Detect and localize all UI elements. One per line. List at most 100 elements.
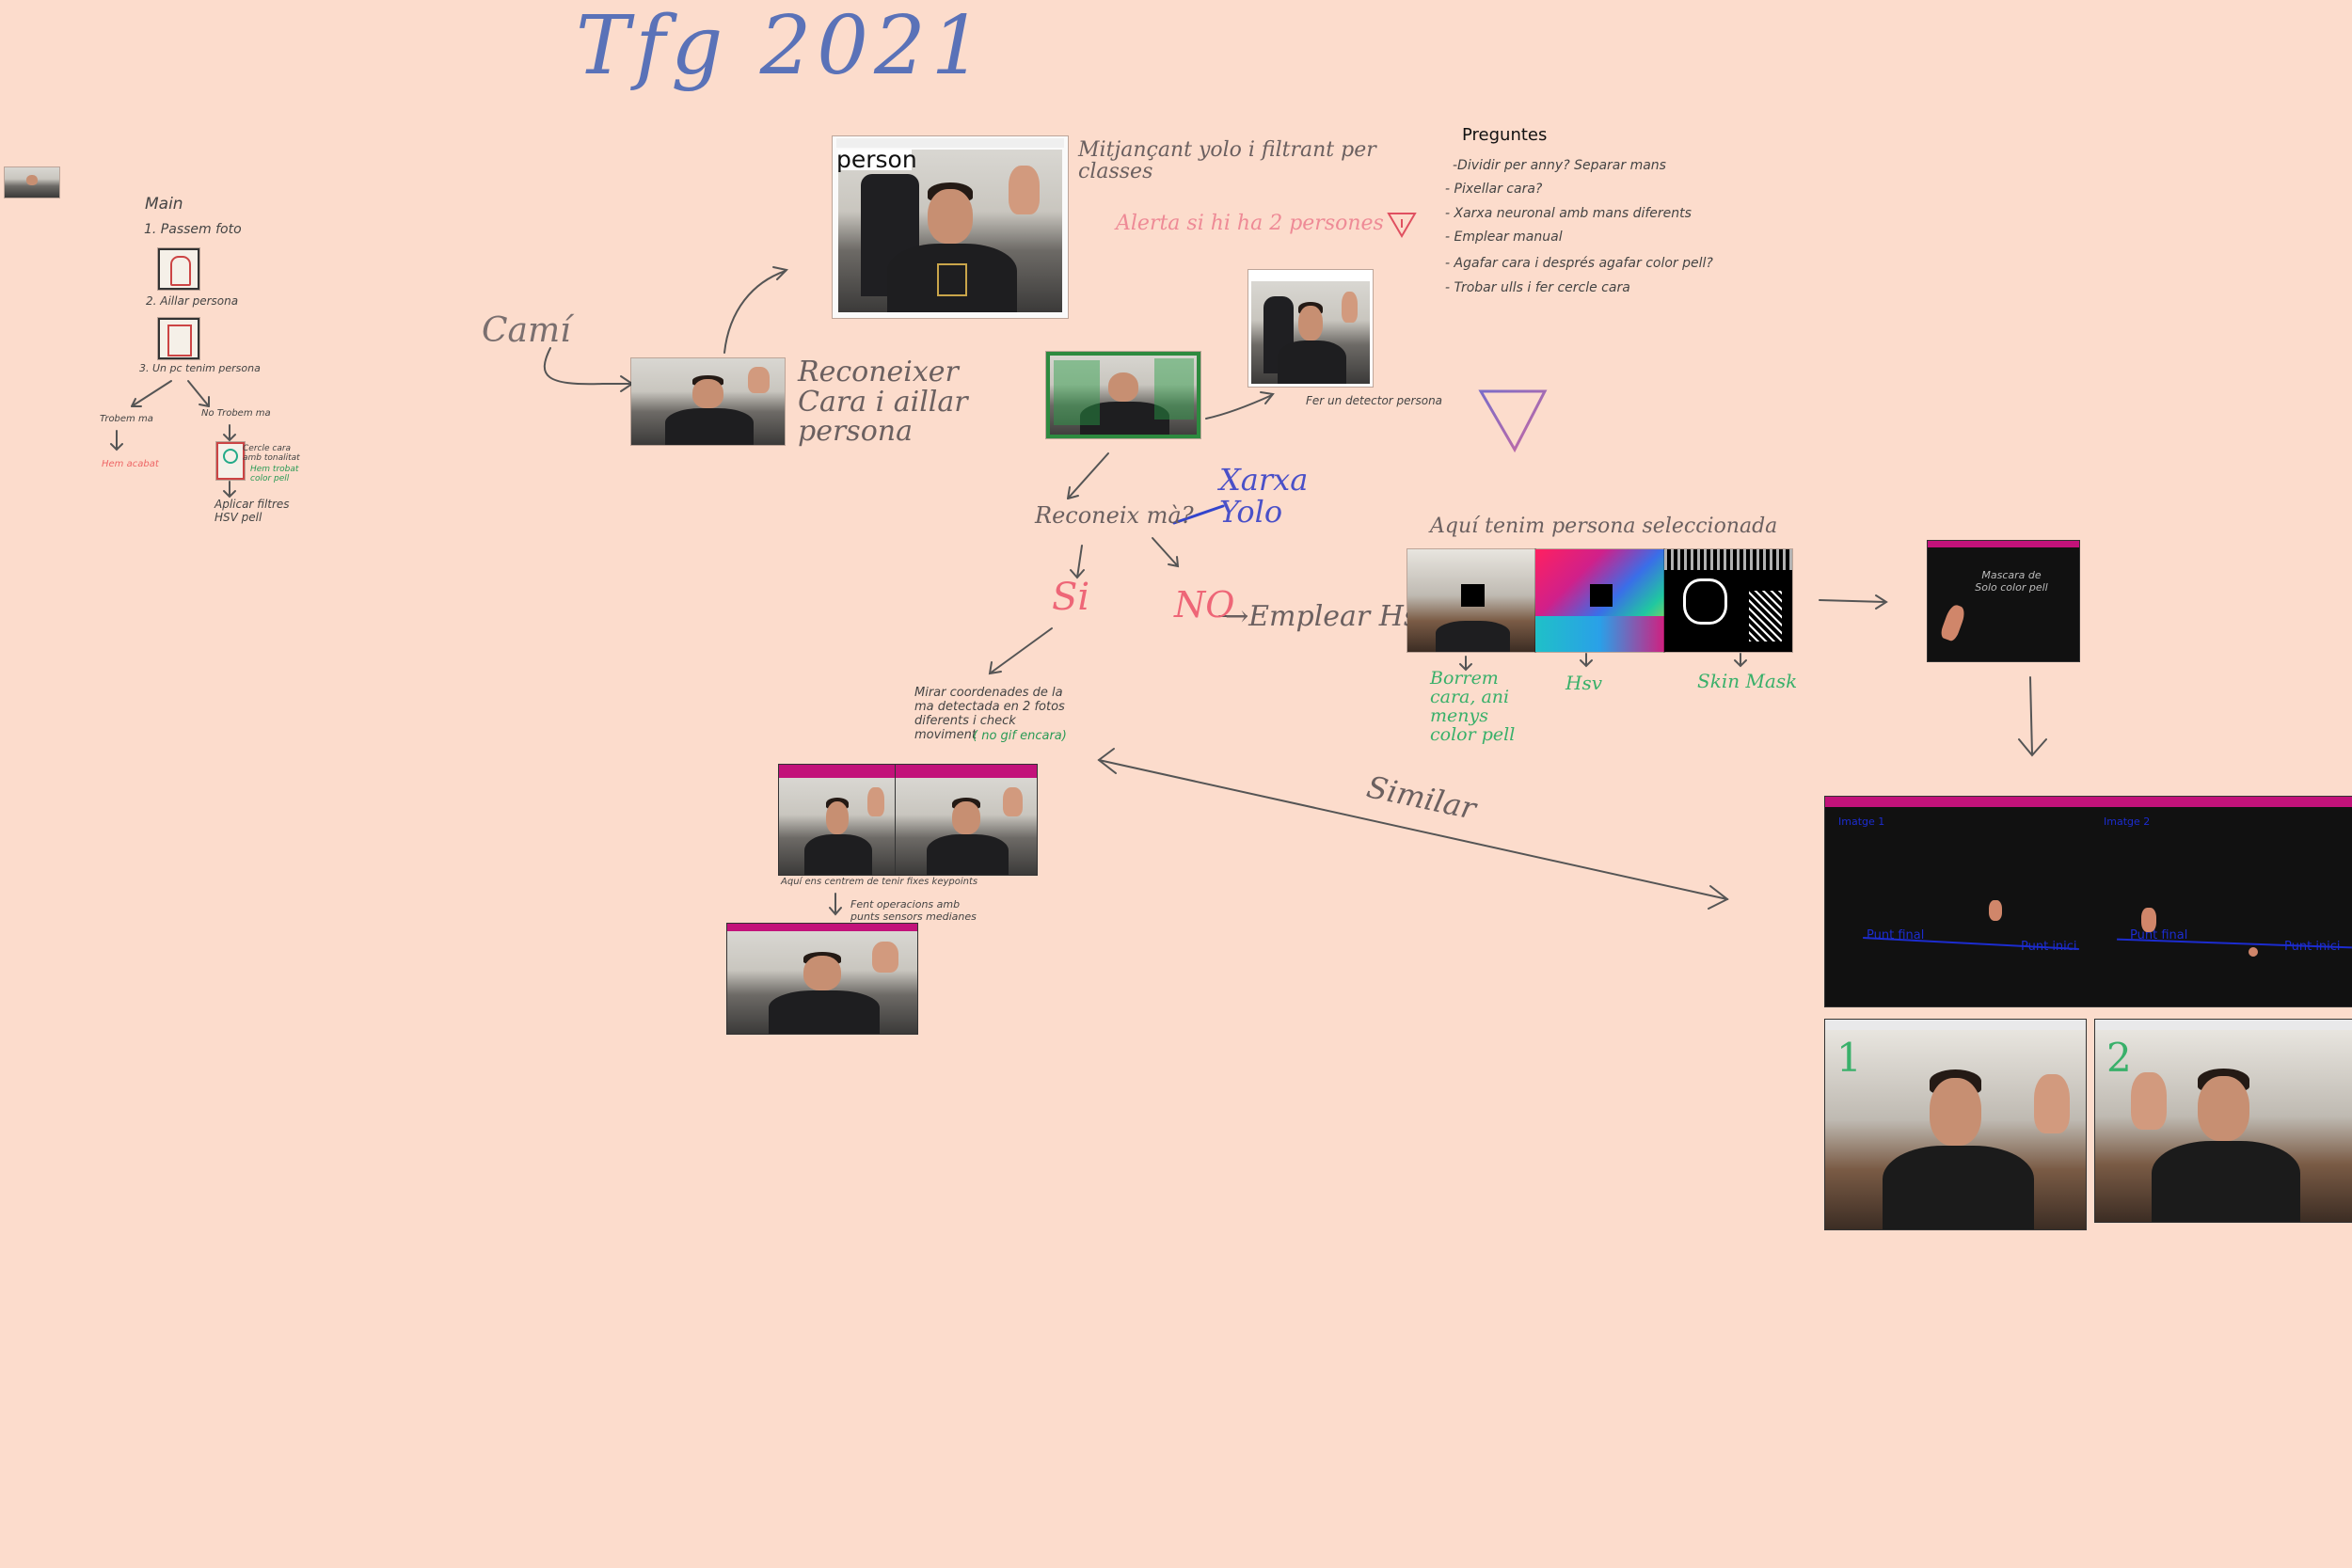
warning-triangle-icon (1387, 213, 1417, 238)
window-keypoints-1[interactable] (779, 765, 896, 875)
window-titlebar (836, 138, 1064, 148)
preguntes-item-1: -Dividir per anny? Separar mans (1453, 158, 1666, 173)
window-gesture-test[interactable]: Imatge 1 Imatge 2 Punt final Punt inici … (1825, 797, 2352, 1006)
arrow-cami (543, 347, 631, 386)
preguntes-item-6: - Trobar ulls i fer cercle cara (1445, 280, 1630, 295)
raised-hand (1003, 787, 1023, 817)
face (1929, 1077, 1982, 1146)
label-yolo-note: Mitjançant yolo i filtrant per classes (1078, 138, 1376, 184)
torso (1435, 621, 1510, 652)
label-reconeixer: Reconeixer Cara i aillar persona (798, 356, 968, 448)
preguntes-item-2: - Pixellar cara? (1445, 182, 1543, 197)
face (928, 188, 973, 245)
label-no: NO (1174, 584, 1235, 626)
arrow-to-reconeix (1067, 452, 1109, 499)
label-no-gif: ( no gif encara) (973, 729, 1067, 743)
mask-noise (1664, 549, 1792, 570)
label-xarxa-yolo: Xarxa Yolo (1219, 462, 1309, 530)
label-fer-detector: Fer un detector persona (1306, 394, 1443, 407)
step-passem-foto: 1. Passem foto (144, 222, 242, 237)
arrow-to-yolo-photo (723, 270, 787, 354)
torso (1882, 1145, 2034, 1229)
window-keypoints-2[interactable] (896, 765, 1037, 875)
face (803, 956, 842, 991)
arrow-to-detector (1205, 394, 1273, 420)
window-titlebar (1825, 797, 2352, 807)
window-skin-mask[interactable]: Mascara de Solo color pell (1928, 541, 2079, 661)
raised-hand (2033, 1073, 2071, 1134)
raised-hand (2131, 1071, 2168, 1131)
green-mask-right (1153, 358, 1195, 420)
punt-final-1: Punt final (1867, 928, 1925, 942)
window-titlebar (1825, 1020, 2086, 1030)
window-photo-1[interactable]: 1 (1825, 1020, 2086, 1229)
label-aqui-ens: Aquí ens centrem de tenir fixes keypoint… (781, 877, 978, 887)
photo-webcam-input[interactable] (631, 358, 785, 445)
window-result[interactable] (727, 924, 917, 1034)
arrow-similar (1098, 759, 1728, 900)
branch-hem-acabat: Hem acabat (102, 459, 159, 469)
torso (1080, 402, 1170, 438)
arrow-main-right (187, 380, 210, 407)
torso (927, 833, 1009, 875)
mask-hand (1683, 578, 1728, 626)
image1-label: Imatge 1 (1838, 816, 1885, 828)
photo-skin-mask[interactable] (1664, 549, 1792, 652)
sketch-photo-1 (158, 248, 199, 290)
photo-frame (1251, 281, 1370, 384)
detection-overlay (1046, 352, 1200, 438)
label-emplear-hsv: →Emplear Hsv (1225, 600, 1435, 633)
main-heading: Main (145, 195, 183, 214)
preguntes-item-3: - Xarxa neuronal amb mans diferents (1445, 206, 1692, 221)
sketch-photo-2 (158, 318, 199, 359)
branch-trobem-ma: Trobem ma (100, 414, 153, 424)
step-aillar-persona: 2. Aillar persona (146, 294, 239, 308)
thumbnail-preview[interactable] (5, 167, 59, 198)
photo-face-removed[interactable] (1407, 549, 1535, 652)
photo-number-1: 1 (1836, 1035, 1862, 1081)
face (692, 379, 723, 409)
person-label: person (836, 146, 917, 173)
punt-final-2: Punt final (2130, 928, 2188, 942)
photo-face-detection[interactable] (1046, 352, 1200, 438)
photo-person-detector[interactable] (1248, 270, 1373, 387)
raised-hand (871, 941, 898, 973)
label-si: Si (1052, 576, 1090, 619)
preguntes-item-5: - Agafar cara i després agafar color pel… (1445, 256, 1713, 271)
torso (804, 833, 873, 875)
window-photo-2[interactable]: 2 (2095, 1020, 2352, 1222)
window-titlebar (1928, 541, 2079, 547)
torso (2152, 1141, 2301, 1222)
torso (1277, 341, 1346, 384)
face (825, 800, 850, 834)
skin-blob (2249, 947, 2258, 957)
branch-no-trobem-ma: No Trobem ma (201, 408, 271, 419)
photo-frame (779, 778, 896, 875)
hsv-row-title: Aquí tenim persona seleccionada (1430, 515, 1778, 538)
mask-texture (1748, 590, 1783, 642)
image2-label: Imatge 2 (2104, 816, 2151, 828)
preguntes-item-4: - Emplear manual (1445, 230, 1563, 245)
photo-number-2: 2 (2106, 1035, 2132, 1081)
window-titlebar (779, 765, 896, 778)
note-color-pell: Hem trobat color pell (250, 465, 299, 484)
hand-blob-2 (2141, 908, 2156, 932)
step-tenim-persona: 3. Un pc tenim persona (139, 362, 261, 374)
raised-hand (1008, 166, 1041, 215)
person-label-box (838, 150, 912, 170)
triangle-icon (1478, 389, 1548, 453)
label-alert: Alerta si hi ha 2 persones (1116, 212, 1384, 235)
hsv-label-skin-mask: Skin Mask (1697, 670, 1798, 692)
face (2198, 1075, 2249, 1142)
hsv-label-hsv: Hsv (1565, 672, 1603, 694)
photo-frame (896, 778, 1037, 875)
label-cami: Camí (482, 311, 571, 350)
photo-hsv[interactable] (1535, 549, 1664, 652)
face-blackout (1461, 584, 1485, 608)
raised-hand (867, 787, 884, 817)
photo-yolo-person[interactable]: person (833, 136, 1068, 318)
punt-inici-2: Punt inici (2284, 940, 2341, 954)
shirt-logo (936, 262, 968, 296)
label-mirar-coordenades: Mirar coordenades de la ma detectada en … (914, 686, 1065, 742)
